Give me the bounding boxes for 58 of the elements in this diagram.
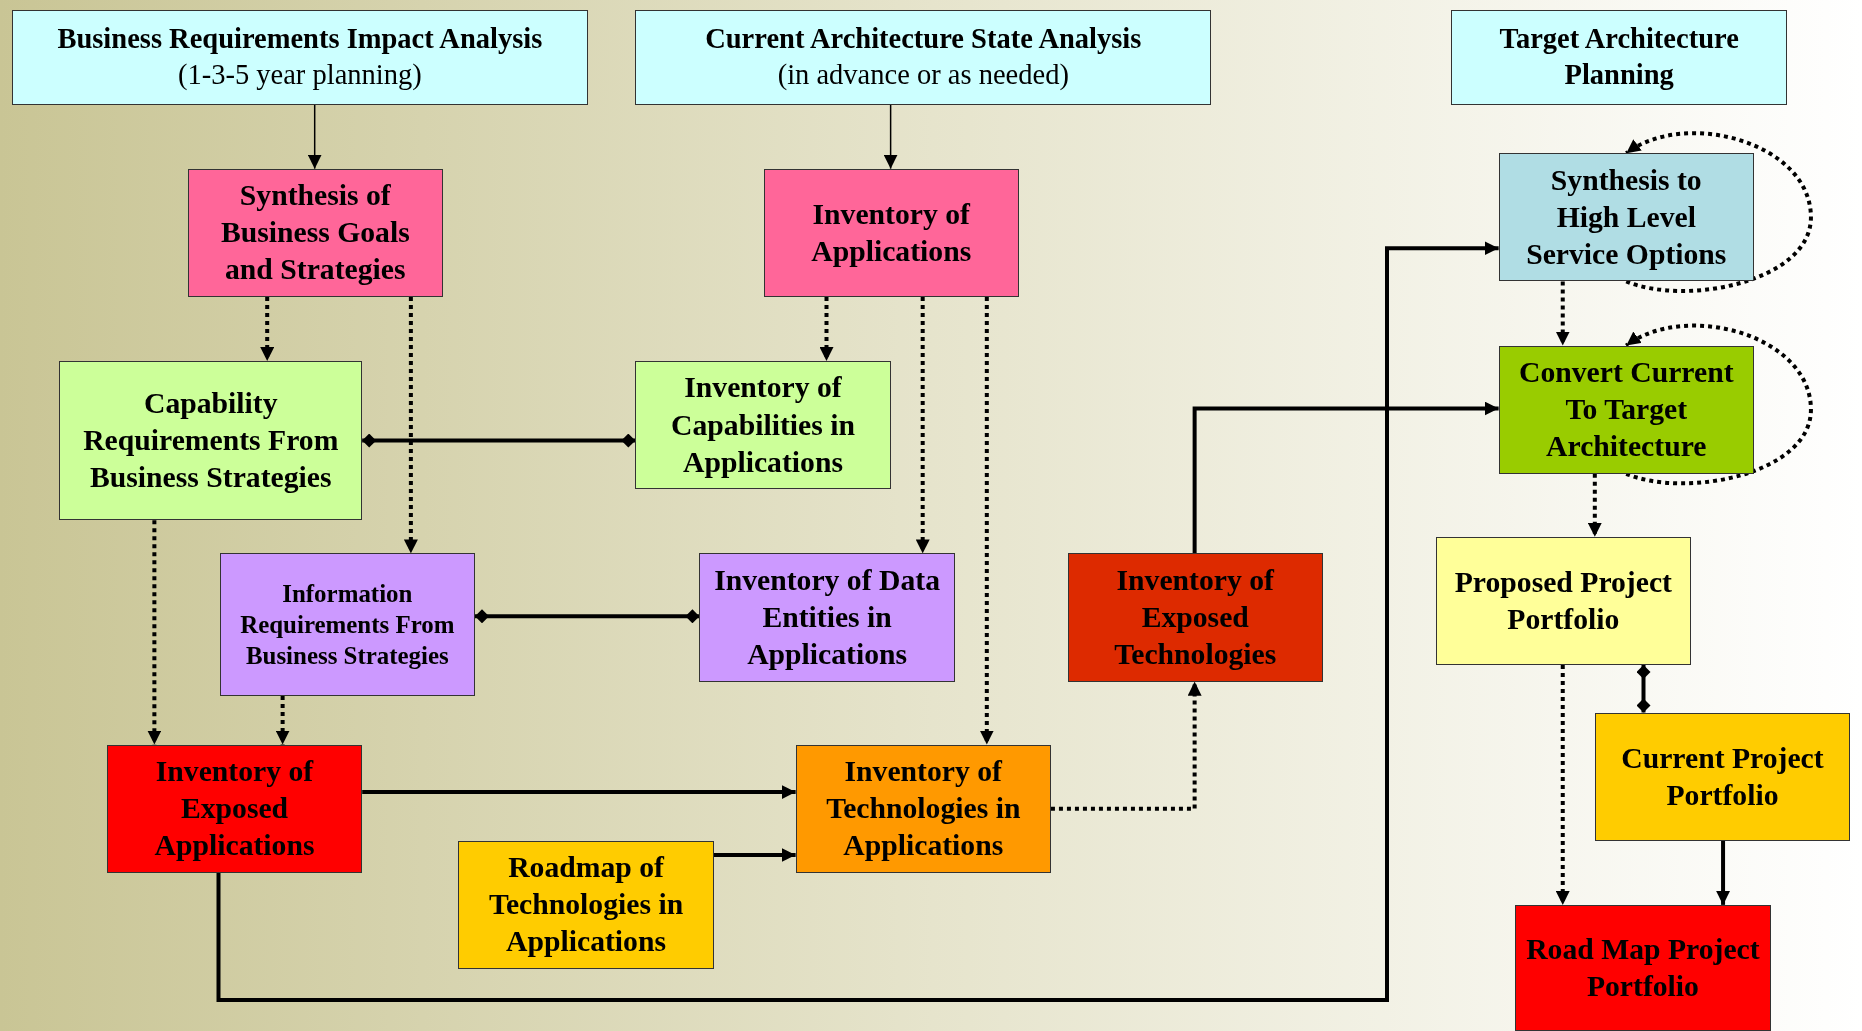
box-title: Business Requirements Impact Analysis [57,22,543,57]
arrow [1587,473,1602,537]
box-title: Proposed Project Portfolio [1453,564,1673,637]
process-box [106,744,363,873]
header-box [635,9,1212,105]
box-title: Current Architecture State Analysis [705,22,1142,57]
arrow [403,296,418,554]
box-title: Inventory of Exposed Technologies [1113,562,1278,673]
arrow [1555,281,1570,346]
box-title: Synthesis to High Level Service Options [1525,162,1728,272]
box-title: Target Architecture Planning [1498,22,1740,92]
arrow [147,520,162,745]
arrow [260,296,275,361]
process-box [219,553,475,696]
arrow [979,296,994,745]
box-subtitle: (1-3-5 year planning) [177,58,422,92]
box-title: Roadmap of Technologies in Applications [487,850,685,960]
box-title: Inventory of Data Entities in Applications [713,562,941,673]
process-box [795,744,1051,873]
process-box [635,361,891,490]
box-title: Road Map Project Portfolio [1525,931,1761,1004]
arrow [307,103,322,170]
arrow [713,848,796,862]
header-box [11,9,588,105]
arrow [362,785,796,800]
process-box [458,840,714,969]
arrow [1050,681,1202,811]
box-title: Convert Current To Target Architecture [1518,355,1735,465]
box-title: Inventory of Applications [810,196,973,269]
box-title: Information Requirements From Business Strategies [239,578,456,672]
process-box [1594,712,1851,841]
process-box [59,361,363,521]
process-box [187,168,443,297]
arrow [883,103,898,170]
box-title: Inventory of Capabilities in Applications [670,370,856,480]
process-box [699,553,955,682]
box-subtitle: (in advance or as needed) [777,58,1069,92]
process-box [1515,904,1771,1031]
header-box [1451,9,1788,105]
process-box [1067,553,1323,682]
arrow [1555,665,1570,905]
arrow [1192,401,1499,554]
arrow [915,296,930,554]
arrow [275,695,290,745]
arrow [1716,840,1731,905]
process-box [1435,536,1691,665]
box-title: Capability Requirements From Business Strategies [82,385,340,496]
loop-arrow [1625,323,1813,486]
process-box [1498,153,1754,282]
process-box [763,168,1019,297]
loop-arrow [1625,131,1813,293]
box-title: Synthesis of Business Goals and Strategies [219,178,411,288]
process-box [1498,345,1754,474]
box-title: Inventory of Technologies in Applications [825,754,1022,864]
box-title: Inventory of Exposed Applications [153,754,316,864]
arrow [216,241,1499,1002]
arrow [819,296,834,361]
box-title: Current Project Portfolio [1620,740,1825,813]
